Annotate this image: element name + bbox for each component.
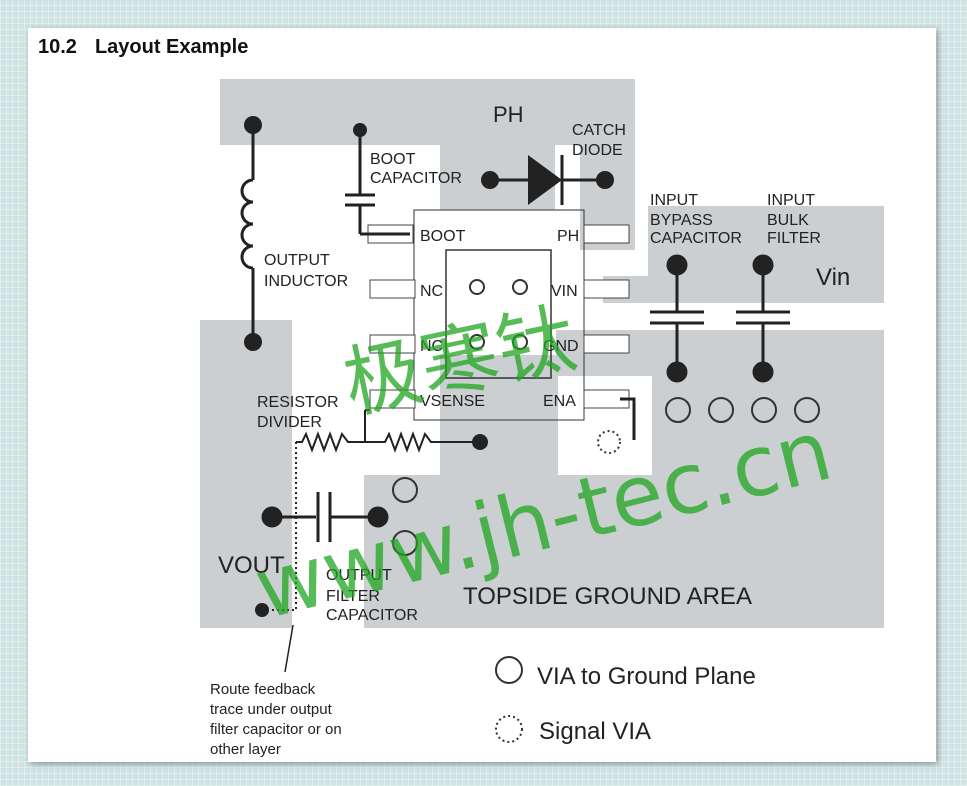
pin-label-left-2: NC: [420, 283, 443, 300]
output-filter-label-1: OUTPUT: [326, 567, 392, 584]
topside-ground-label: TOPSIDE GROUND AREA: [463, 583, 752, 610]
resistor-pad: [472, 434, 488, 450]
vout-copper-area: [200, 320, 292, 628]
resistor-divider-label-1: RESISTOR: [257, 394, 339, 411]
input-bulk-label-3: FILTER: [767, 230, 821, 247]
vin-copper-area: [648, 206, 884, 303]
ic-thermal-pad: [445, 249, 552, 379]
resistor-divider: [296, 409, 480, 453]
output-filter-capacitor: [261, 492, 389, 542]
section-number: 10.2: [38, 36, 77, 58]
section-heading: 10.2 Layout Example: [38, 36, 248, 59]
inductor-top-pad: [244, 116, 262, 134]
pin-label-right-4: ENA: [543, 393, 576, 410]
boot-cap-pad: [353, 123, 367, 137]
ground-copper-main: [364, 475, 884, 628]
pad-right-1: [583, 224, 630, 244]
input-bypass-label-2: BYPASS: [650, 212, 713, 229]
ground-copper-under-ic: [440, 355, 558, 475]
input-bypass-capacitor: [650, 254, 704, 383]
feedback-note-leader: [284, 624, 294, 673]
input-bypass-label-1: INPUT: [650, 192, 698, 209]
ground-copper-right: [652, 330, 884, 475]
pin-pads: [367, 224, 630, 409]
legend-via-icon: [495, 656, 523, 684]
catch-diode-label-2: DIODE: [572, 142, 623, 159]
output-filter-label-3: CAPACITOR: [326, 607, 418, 624]
legend-signal-via-icon: [495, 715, 523, 743]
vout-label: VOUT: [218, 552, 285, 579]
pin-label-right-2: VIN: [551, 283, 578, 300]
legend-signal-via-label: Signal VIA: [539, 718, 651, 745]
via-icon: [708, 397, 734, 423]
catch-diode-label-1: CATCH: [572, 122, 626, 139]
pin-label-right-1: PH: [557, 228, 579, 245]
section-title: Layout Example: [94, 36, 249, 58]
pad-right-3: [583, 334, 630, 354]
output-inductor-label-1: OUTPUT: [264, 252, 330, 269]
feedback-note-2: trace under output: [210, 701, 333, 718]
pad-right-2: [583, 279, 630, 299]
output-inductor-label-2: INDUCTOR: [264, 273, 348, 290]
feedback-note-3: filter capacitor or on: [210, 721, 342, 738]
boot-cap-label-2: CAPACITOR: [370, 170, 462, 187]
signal-via-icon: [597, 430, 621, 454]
pad-left-2: [369, 279, 416, 299]
via-icon: [751, 397, 777, 423]
input-bypass-label-3: CAPACITOR: [650, 230, 742, 247]
pin-label-left-1: BOOT: [420, 228, 466, 245]
ground-vias: [392, 397, 820, 556]
via-icon: [665, 397, 691, 423]
vin-label: Vin: [816, 264, 850, 291]
ph-area-label: PH: [493, 102, 524, 127]
pad-left-3: [369, 334, 416, 354]
ena-trace: [620, 397, 636, 440]
legend-via-label: VIA to Ground Plane: [537, 663, 756, 690]
via-icon: [512, 334, 528, 350]
via-icon: [794, 397, 820, 423]
feedback-trace: [262, 442, 297, 611]
pin-label-left-3: NC: [420, 338, 443, 355]
catch-diode: [481, 155, 614, 205]
feedback-pad: [255, 603, 269, 617]
input-bulk-label-1: INPUT: [767, 192, 815, 209]
resistor-divider-label-2: DIVIDER: [257, 414, 322, 431]
ph-copper-area: [220, 79, 635, 145]
via-icon: [469, 279, 485, 295]
via-icon: [392, 477, 418, 503]
output-filter-label-2: FILTER: [326, 588, 380, 605]
pin-label-left-4: VSENSE: [420, 393, 485, 410]
via-icon: [392, 530, 418, 556]
boot-cap-label-1: BOOT: [370, 151, 416, 168]
feedback-note-1: Route feedback: [210, 681, 316, 698]
pad-left-4: [369, 389, 416, 409]
pin-label-right-3: GND: [543, 338, 579, 355]
via-icon: [512, 279, 528, 295]
input-bulk-capacitor: [736, 254, 790, 383]
via-icon: [469, 334, 485, 350]
feedback-note-4: other layer: [210, 741, 281, 758]
boot-capacitor: [345, 130, 410, 236]
thermal-vias: [469, 279, 528, 350]
inductor-bottom-pad: [244, 333, 262, 351]
input-bulk-label-2: BULK: [767, 212, 809, 229]
ic-package: [413, 209, 585, 421]
output-inductor: [240, 125, 255, 342]
